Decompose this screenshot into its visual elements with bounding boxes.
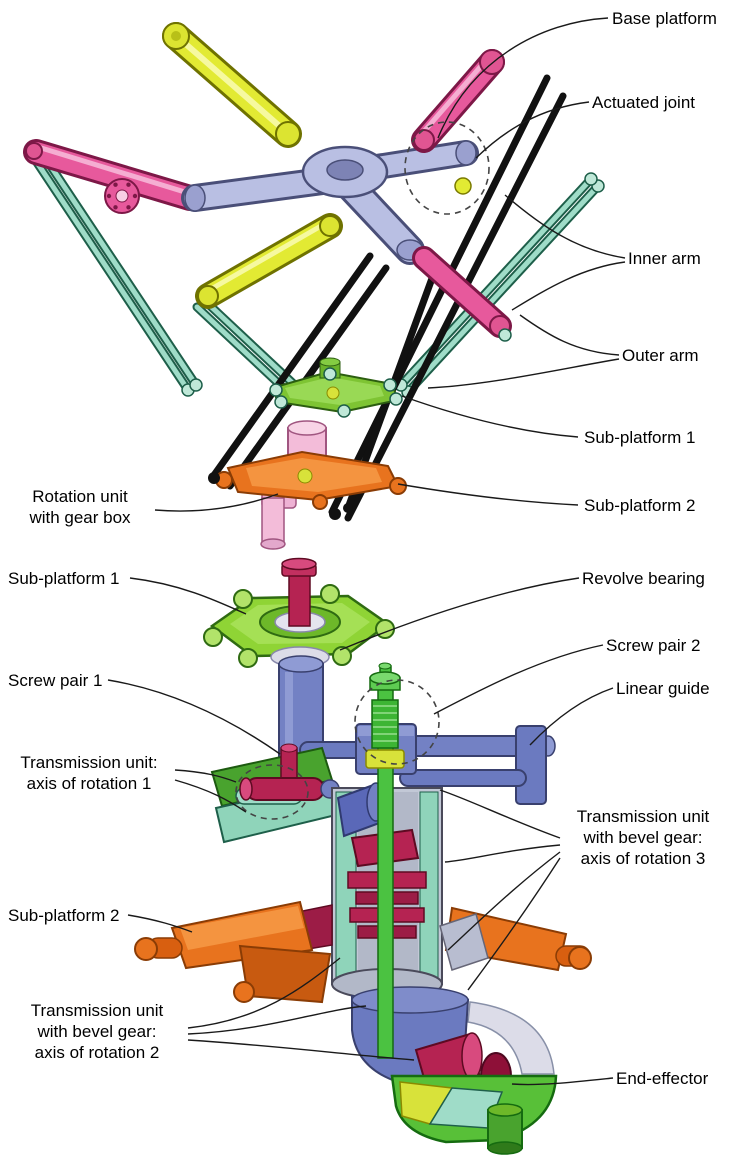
leader-transmission-3b: [444, 844, 561, 863]
label-transmission-unit-2-line3: axis of rotation 2: [34, 1043, 160, 1062]
label-transmission-unit-1-line1: Transmission unit:: [20, 753, 158, 772]
leader-actuated-joint: [475, 101, 590, 159]
label-sub-platform-2-top: Sub-platform 2: [584, 496, 696, 515]
leader-inner-arm-2: [511, 261, 626, 311]
label-end-effector: End-effector: [616, 1069, 709, 1088]
sub-platform-2-graphic: [208, 450, 407, 520]
inner-arm-pink-left-graphic: [23, 139, 203, 214]
leader-sub-platform-2-bottom: [127, 914, 193, 933]
transmission-unit-1-graphic: [210, 743, 342, 844]
label-inner-arm: Inner arm: [628, 249, 701, 268]
leader-outer-arm-1: [519, 314, 620, 356]
label-rotation-unit: Rotation unit with gear box: [10, 486, 150, 528]
label-transmission-unit-3-line3: axis of rotation 3: [580, 849, 706, 868]
label-transmission-unit-2-line1: Transmission unit: [30, 1001, 164, 1020]
label-sub-platform-1-top: Sub-platform 1: [584, 428, 696, 447]
leader-linear-guide: [529, 687, 614, 746]
leader-revolve-bearing: [339, 577, 580, 651]
label-rotation-unit-line1: Rotation unit: [32, 487, 128, 506]
screw-pair-2-circle: [354, 679, 440, 765]
sub-platform-1-graphic: [269, 357, 403, 418]
leader-transmission-1b: [174, 779, 247, 813]
inner-arm-yellow-graphic: [162, 22, 343, 309]
label-screw-pair-2: Screw pair 2: [606, 636, 701, 655]
screw-pair-1-circle: [235, 764, 309, 820]
top-figure: [23, 22, 605, 550]
actuated-joint-circle: [404, 121, 490, 215]
label-transmission-unit-2-line2: with bevel gear:: [37, 1022, 157, 1041]
leader-screw-pair-1: [107, 679, 281, 755]
leader-sub-platform-2-top: [397, 483, 579, 506]
label-actuated-joint: Actuated joint: [592, 93, 696, 112]
central-housing-graphic: [331, 782, 443, 1000]
leader-transmission-2c: [187, 1039, 415, 1061]
label-screw-pair-1: Screw pair 1: [8, 671, 103, 690]
label-transmission-unit-1: Transmission unit: axis of rotation 1: [4, 752, 174, 794]
label-sub-platform-1-bottom: Sub-platform 1: [8, 569, 120, 588]
leader-transmission-3d: [467, 857, 561, 991]
label-transmission-unit-1-line2: axis of rotation 1: [26, 774, 152, 793]
label-base-platform: Base platform: [612, 9, 717, 28]
leader-end-effector: [511, 1077, 614, 1086]
label-transmission-unit-3-line2: with bevel gear:: [583, 828, 703, 847]
top-screw-graphic: [281, 557, 317, 627]
label-sub-platform-2-bottom: Sub-platform 2: [8, 906, 120, 925]
leader-lines: [107, 17, 626, 1086]
annotation-circles: [235, 121, 490, 820]
label-transmission-unit-3: Transmission unit with bevel gear: axis …: [558, 806, 728, 869]
leader-transmission-3c: [447, 851, 561, 951]
leader-transmission-3a: [439, 789, 561, 839]
bottom-figure: [134, 557, 592, 1155]
leader-transmission-2b: [187, 1005, 367, 1035]
black-rod-graphic: [208, 74, 567, 522]
label-linear-guide: Linear guide: [616, 679, 710, 698]
base-quarter-graphic: [390, 1074, 558, 1155]
base-platform-graphic: [181, 140, 479, 265]
vertical-screw-graphic: [365, 662, 405, 1059]
leader-sub-platform-1-top: [401, 395, 579, 438]
label-revolve-bearing: Revolve bearing: [582, 569, 705, 588]
leader-sub-platform-1-bottom: [129, 577, 247, 615]
label-outer-arm: Outer arm: [622, 346, 699, 365]
leader-transmission-1a: [174, 769, 237, 783]
leader-inner-arm-1: [504, 194, 626, 259]
leader-screw-pair-2: [433, 644, 604, 715]
leader-base-platform: [437, 17, 609, 139]
label-transmission-unit-2: Transmission unit with bevel gear: axis …: [6, 1000, 188, 1063]
leader-transmission-2a: [187, 957, 341, 1029]
label-rotation-unit-line2: with gear box: [29, 508, 131, 527]
label-transmission-unit-3-line1: Transmission unit: [576, 807, 710, 826]
leader-rotation-unit: [154, 493, 279, 512]
leader-outer-arm-2: [427, 358, 620, 389]
